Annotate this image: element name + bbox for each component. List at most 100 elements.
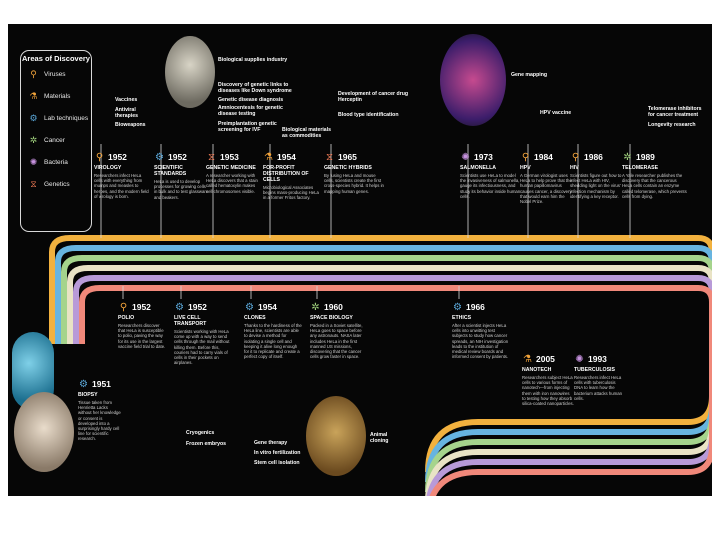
event-description: Researchers infect HeLa cells with every… [94, 173, 149, 199]
event-description: Scientists figure out how to infect HeLa… [570, 173, 622, 199]
timeline-event: ⚲ 1952VirologyResearchers infect HeLa cel… [94, 152, 150, 199]
legend-title: Areas of Discovery [22, 54, 90, 63]
event-header: ⚗1954 [263, 152, 321, 163]
event-title: Tuberculosis [574, 367, 615, 373]
dna-icon: ⧖ [325, 152, 334, 163]
event-title: Telomerase [622, 165, 659, 171]
virus-icon: ⚲ [95, 152, 104, 163]
event-description: Researchers discover that HeLa is suscep… [118, 323, 166, 349]
timeline-event: ✲1960Space BiologyPacked in a Soviet sat… [310, 302, 366, 359]
annotation-antiviral: Antiviral therapies [115, 107, 139, 120]
event-description: A researcher working with HeLa discovers… [206, 173, 258, 194]
virus-icon: ⚲ [30, 68, 37, 79]
event-year: 1986 [584, 152, 603, 162]
timeline-track [55, 245, 712, 483]
event-year: 1952 [188, 302, 207, 312]
event-header: ⚗2005 [522, 354, 574, 365]
annotation-bio-materials: Biological materials as commodities [282, 127, 332, 140]
annotation-telomerase-inhibitors: Telomerase inhibitors for cancer treatme… [648, 106, 702, 119]
event-description: Researchers subject HeLa cells to variou… [522, 375, 574, 407]
microscope-icon: ⚙ [29, 112, 38, 123]
event-year: 1984 [534, 152, 553, 162]
event-title: Polio [118, 315, 135, 321]
timeline-event: ⚙1966EthicsAfter a scientist injects HeL… [452, 302, 510, 359]
annotation-animal-cloning: Animal cloning [370, 432, 389, 445]
annotation-frozen-embryos: Frozen embryos [186, 441, 227, 447]
event-header: ⚙ 1951 [78, 379, 122, 390]
timeline-event: ⚗1954For-Profit Distribution of CellsMic… [263, 152, 321, 201]
event-title: Live Cell Transport [174, 315, 207, 327]
event-title: Ethics [452, 315, 472, 321]
microscope-icon: ⚙ [245, 302, 254, 313]
event-description: Tissue taken from Henrietta Lacks withou… [78, 400, 121, 442]
event-year: 1954 [277, 152, 296, 162]
event-year: 1951 [92, 379, 111, 389]
event-description: After a scientist injects HeLa cells int… [452, 323, 509, 360]
legend-item: ⚙Lab techniques [28, 107, 91, 129]
event-year: 1952 [132, 302, 151, 312]
timeline-tracks [49, 144, 712, 496]
timeline-event: ⧖1965Genetic HybridsBy fusing HeLa and m… [324, 152, 384, 194]
event-header: ⚙ 1954 [244, 302, 302, 313]
event-title: Biopsy [78, 392, 98, 398]
microscope-icon: ⚙ [79, 379, 88, 390]
annotation-herceptin: Development of cancer drug Herceptin [338, 91, 409, 104]
annotation-vaccines: Vaccines [115, 97, 138, 103]
bacteria-icon: ✺ [575, 354, 584, 365]
event-header: ⚲ 1952 [94, 152, 150, 163]
dna-icon: ⧖ [30, 178, 37, 189]
event-year: 1989 [636, 152, 655, 162]
timeline-event: ⚙ 1951BiopsyTissue taken from Henrietta L… [78, 379, 122, 442]
timeline-event: ⧖1953Genetic MedicineA researcher workin… [206, 152, 262, 194]
timeline-event: ⚙1952Live Cell TransportScientists worki… [174, 302, 230, 365]
event-header: ⚙1966 [452, 302, 510, 313]
event-header: ⚲ 1984 [520, 152, 572, 163]
legend-item: ⧖Genetics [28, 173, 91, 195]
virus-icon: ⚲ [521, 152, 530, 163]
event-header: ⧖1953 [206, 152, 262, 163]
event-year: 1965 [338, 152, 357, 162]
microscope-icon: ⚙ [155, 152, 164, 163]
event-title: Genetic Hybrids [324, 165, 372, 171]
event-description: Thanks to the hardiness of the HeLa line… [244, 323, 302, 360]
timeline-event: ✺1973SalmonellaScientists use HeLa to mo… [460, 152, 522, 199]
legend-item-label: Viruses [44, 70, 66, 78]
event-header: ✺1973 [460, 152, 522, 163]
event-description: Microbiological Associates begins mass-p… [263, 185, 319, 201]
microscope-icon: ⚙ [453, 302, 462, 313]
henrietta-lacks-portrait [14, 392, 74, 472]
dna-icon: ⧖ [207, 152, 216, 163]
event-description: Scientists use HeLa to model the invasiv… [460, 173, 521, 199]
timeline-canvas: Areas of Discovery ⚲ Viruses ⚗ Materials ⚙La… [8, 24, 712, 496]
event-description: Scientists working with HeLa come up wit… [174, 329, 230, 366]
event-header: ⧖ 1965 [324, 152, 384, 163]
annotation-bioweapons: Bioweapons [115, 122, 146, 128]
annotation-stem-cell: Stem cell isolation [254, 460, 300, 466]
annotation-gene-therapy: Gene therapy [254, 440, 288, 446]
legend-item: ⚗ Materials [28, 85, 91, 107]
event-description: HeLa is used to develop processes for gr… [154, 179, 209, 200]
event-title: Nanotech [522, 367, 552, 373]
event-description: A German virologist uses HeLa to help pr… [520, 173, 572, 205]
annotation-cryogenics: Cryogenics [186, 430, 215, 436]
legend-item-label: Materials [44, 92, 71, 100]
event-year: 1960 [324, 302, 343, 312]
timeline-event: ⚲1952PolioResearchers discover that HeLa… [118, 302, 166, 349]
timeline-event: ✺1993TuberculosisResearchers infect HeLa… [574, 354, 624, 401]
event-description: Packed in a Soviet satellite, HeLa goes … [310, 323, 363, 360]
cell-icon: ✲ [29, 134, 38, 145]
event-title: HIV [570, 165, 579, 171]
event-title: Virology [94, 165, 122, 171]
event-year: 1954 [258, 302, 277, 312]
event-title: HPV [520, 165, 531, 171]
annotation-genetic-diagnosis: Genetic disease diagnosis [218, 97, 284, 103]
virus-icon: ⚲ [571, 152, 580, 163]
flask-icon: ⚗ [29, 90, 38, 101]
event-year: 1952 [108, 152, 127, 162]
event-title: For-Profit Distribution of Cells [263, 165, 309, 183]
event-header: ✺1993 [574, 354, 624, 365]
timeline-event: ✲1989TelomeraseA Yale researcher publish… [622, 152, 688, 199]
event-header: ⚙1952 [154, 152, 210, 163]
chromosome-image [440, 34, 506, 126]
